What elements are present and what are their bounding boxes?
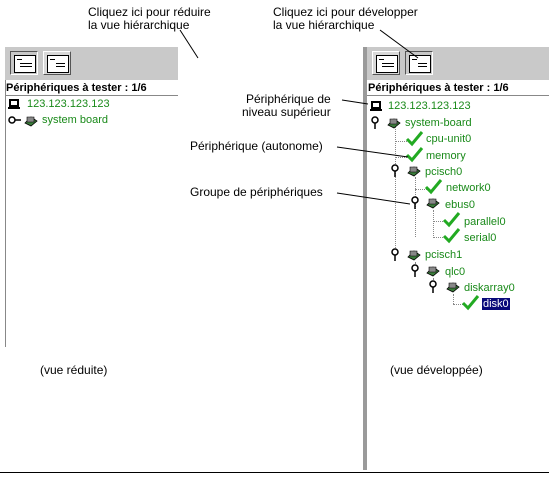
group-callout: Groupe de périphériques (190, 185, 323, 199)
host-icon (8, 99, 20, 109)
expand-button[interactable] (43, 51, 71, 75)
disk-node-selected[interactable]: disk0 (482, 298, 510, 310)
collapse-key-icon[interactable] (390, 164, 400, 178)
check-icon (442, 228, 461, 244)
diskarray-node[interactable]: diskarray0 (464, 282, 515, 294)
expand-callout: Cliquez ici pour développer la vue hiéra… (273, 5, 418, 32)
right-panel-title: Périphériques à tester : 1/6 (368, 82, 509, 94)
expand-icon (47, 55, 69, 73)
collapse-button[interactable] (10, 51, 38, 75)
collapse-key-icon[interactable] (410, 196, 420, 210)
collapsed-panel (5, 47, 179, 347)
memory-node[interactable]: memory (426, 150, 466, 162)
check-icon (405, 147, 424, 163)
check-icon (405, 131, 424, 147)
system-board-node[interactable]: system-board (405, 117, 472, 129)
expanded-caption: (vue développée) (390, 363, 483, 377)
left-panel-title: Périphériques à tester : 1/6 (6, 82, 147, 94)
collapse-key-icon[interactable] (390, 248, 400, 262)
expand-button-right[interactable] (405, 51, 433, 75)
collapse-key-icon[interactable] (370, 116, 380, 130)
top-level-callout: Périphérique de niveau supérieur (242, 92, 331, 119)
expanded-panel-border (363, 47, 367, 470)
parallel-node[interactable]: parallel0 (464, 216, 506, 228)
right-root-node[interactable]: 123.123.123.123 (388, 100, 471, 112)
collapse-icon (376, 55, 398, 73)
network-node[interactable]: network0 (446, 182, 491, 194)
serial-node[interactable]: serial0 (464, 232, 497, 244)
board-icon (426, 198, 440, 209)
board-icon (426, 266, 440, 277)
expand-key-icon[interactable] (8, 114, 22, 126)
collapse-key-icon[interactable] (428, 280, 438, 294)
collapse-button-right[interactable] (372, 51, 400, 75)
collapse-callout: Cliquez ici pour réduire la vue hiérarch… (88, 5, 211, 32)
pcisch0-node[interactable]: pcisch0 (425, 166, 463, 178)
board-icon (446, 282, 460, 293)
left-toolbar (5, 47, 178, 80)
board-icon (407, 166, 421, 177)
ebus-node[interactable]: ebus0 (445, 199, 475, 211)
right-toolbar (367, 47, 549, 80)
check-icon (424, 179, 443, 195)
collapse-key-icon[interactable] (410, 264, 420, 278)
check-icon (461, 295, 480, 311)
check-icon (442, 212, 461, 228)
collapsed-caption: (vue réduite) (40, 363, 108, 377)
board-icon (387, 118, 401, 129)
board-icon (24, 116, 38, 127)
standalone-callout: Périphérique (autonome) (190, 139, 323, 153)
cpu-node[interactable]: cpu-unit0 (426, 133, 472, 145)
expand-icon (409, 55, 431, 73)
bottom-rule (0, 472, 549, 473)
pcisch1-node[interactable]: pcisch1 (425, 249, 463, 261)
board-icon (407, 250, 421, 261)
left-system-board-node[interactable]: system board (42, 114, 109, 126)
host-icon (370, 101, 382, 111)
qlc-node[interactable]: qlc0 (445, 266, 466, 278)
left-root-node[interactable]: 123.123.123.123 (27, 98, 110, 110)
collapse-icon (14, 55, 36, 73)
